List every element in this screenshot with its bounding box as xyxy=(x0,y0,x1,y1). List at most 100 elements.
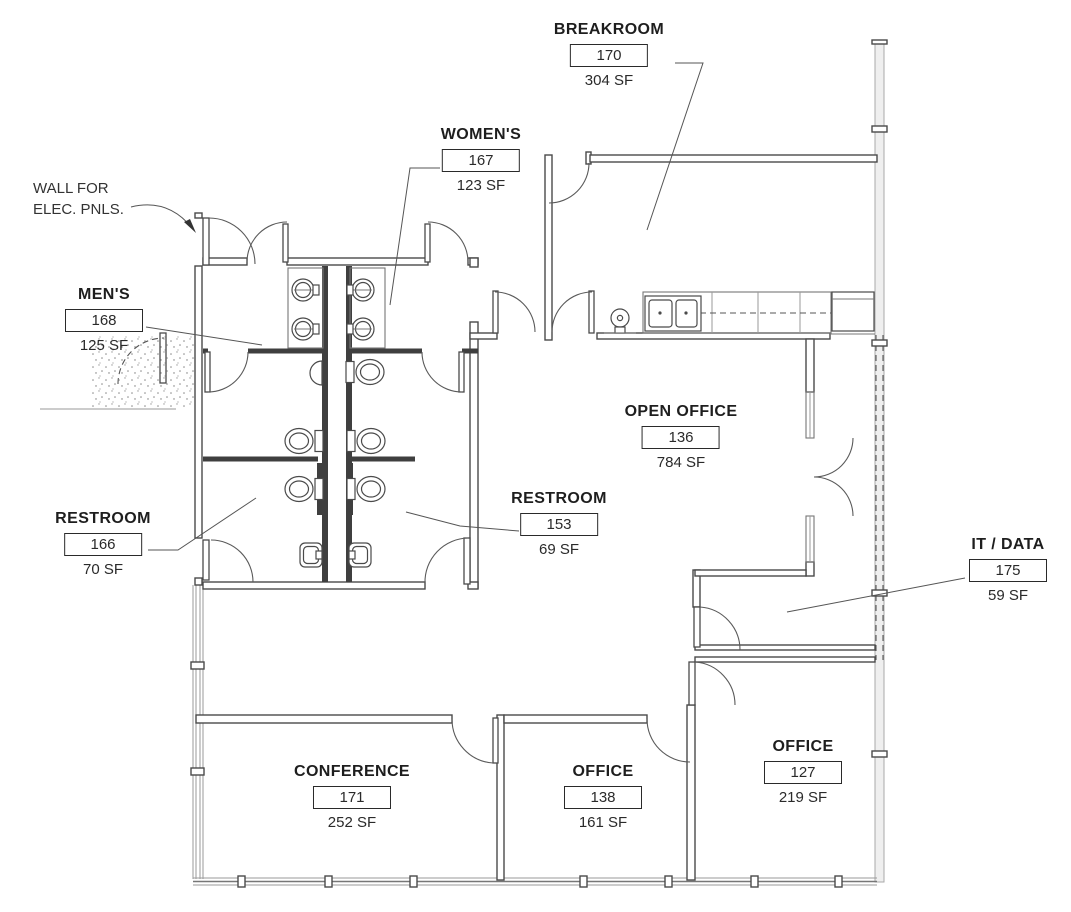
sink-icon xyxy=(291,278,320,302)
leader-mens xyxy=(145,326,263,346)
room-area: 304 SF xyxy=(584,72,634,89)
room-number: 153 xyxy=(520,513,598,536)
room-name: MEN'S xyxy=(77,286,131,303)
right-exterior-wall xyxy=(871,39,888,883)
fixtures xyxy=(284,278,386,568)
elec-panel-note: WALL FOR ELEC. PNLS. xyxy=(33,178,124,220)
door-swing xyxy=(210,539,254,583)
door-leaf xyxy=(693,606,701,648)
door-leaf xyxy=(424,223,431,263)
door-swing xyxy=(451,718,494,764)
stipple-hatch xyxy=(40,336,196,410)
room-label-office-127: OFFICE 127 219 SF xyxy=(764,738,842,806)
room-label-breakroom: BREAKROOM 170 304 SF xyxy=(554,21,664,89)
refrigerator-icon xyxy=(831,291,875,332)
room-label-restroom-166: RESTROOM 166 70 SF xyxy=(55,510,151,578)
square-sink-icon xyxy=(348,542,372,568)
restroom-core-walls xyxy=(203,266,478,582)
toilet-icon xyxy=(345,358,385,386)
leader-it-data xyxy=(786,577,966,613)
door-leaf xyxy=(458,351,465,393)
room-area: 125 SF xyxy=(79,337,129,354)
door-swing xyxy=(548,162,590,204)
double-door-swing xyxy=(813,476,854,517)
room-name: RESTROOM xyxy=(55,510,151,527)
elec-note-arrow xyxy=(130,204,193,229)
room-label-office-138: OFFICE 138 161 SF xyxy=(564,763,642,831)
plumbing-chase-wall xyxy=(322,266,328,582)
door-swing xyxy=(427,221,469,263)
room-label-it-data: IT / DATA 175 59 SF xyxy=(969,536,1047,604)
door-swing xyxy=(246,221,288,263)
room-name: OFFICE xyxy=(772,738,834,755)
room-name: BREAKROOM xyxy=(553,21,665,38)
east-sidelite-windows xyxy=(805,391,815,563)
room-number: 127 xyxy=(764,761,842,784)
door-swing xyxy=(699,606,741,651)
leader-breakroom xyxy=(646,62,704,231)
room-number: 136 xyxy=(641,426,720,449)
leader-womens xyxy=(389,167,440,306)
leader-lines xyxy=(130,62,966,613)
square-sink-icon xyxy=(299,542,323,568)
toilet-icon xyxy=(284,427,324,455)
door-swing xyxy=(207,351,249,393)
plumbing-chase-wall xyxy=(346,266,352,582)
room-number: 167 xyxy=(441,149,520,172)
door-leaf xyxy=(688,661,696,706)
room-label-conference: CONFERENCE 171 252 SF xyxy=(294,763,410,831)
room-label-womens: WOMEN'S 167 123 SF xyxy=(441,126,521,194)
room-number: 171 xyxy=(312,786,391,809)
left-window-wall xyxy=(190,585,205,879)
room-name: RESTROOM xyxy=(511,490,607,507)
door-swing xyxy=(694,661,736,706)
walls xyxy=(194,151,878,881)
room-label-restroom-153: RESTROOM 153 69 SF xyxy=(511,490,607,558)
elec-note-line2: ELEC. PNLS. xyxy=(33,201,124,218)
breakroom-casework xyxy=(604,291,875,334)
room-area: 219 SF xyxy=(778,789,828,806)
door-leaf xyxy=(204,351,211,393)
room-name: OPEN OFFICE xyxy=(624,403,738,420)
elec-note-line1: WALL FOR xyxy=(33,180,109,197)
storefront-window-bottom xyxy=(193,875,877,888)
arrowhead xyxy=(184,219,196,233)
door-leaf xyxy=(492,717,499,764)
double-door-swing xyxy=(813,437,854,478)
room-number: 168 xyxy=(65,309,143,332)
leader-restroom-153 xyxy=(405,511,520,532)
toilet-icon xyxy=(346,475,386,503)
door-leaf xyxy=(492,290,499,334)
room-area: 161 SF xyxy=(578,814,628,831)
door-leaf xyxy=(588,290,595,334)
room-area: 252 SF xyxy=(327,814,377,831)
lavatory-counters xyxy=(287,267,386,349)
room-area: 784 SF xyxy=(656,454,706,471)
door-swing xyxy=(551,291,593,333)
room-number: 166 xyxy=(64,533,142,556)
door-leaf xyxy=(463,537,471,585)
door-swing xyxy=(208,217,256,265)
door-swing xyxy=(421,351,463,393)
doors xyxy=(117,162,854,764)
room-area: 59 SF xyxy=(987,587,1029,604)
room-label-open-office: OPEN OFFICE 136 784 SF xyxy=(625,403,738,471)
door-swing xyxy=(424,537,469,584)
toilet-icon xyxy=(284,475,324,503)
room-area: 69 SF xyxy=(538,541,580,558)
room-number: 138 xyxy=(564,786,642,809)
room-name: IT / DATA xyxy=(971,536,1045,553)
door-swing xyxy=(646,718,691,763)
leader-restroom-166 xyxy=(148,497,257,551)
door-leaf xyxy=(202,539,210,581)
door-swing xyxy=(494,291,536,333)
room-area: 123 SF xyxy=(456,177,506,194)
room-area: 70 SF xyxy=(82,561,124,578)
room-number: 175 xyxy=(969,559,1047,582)
door-leaf xyxy=(282,223,289,263)
door-leaf xyxy=(202,217,210,266)
room-number: 170 xyxy=(569,44,648,67)
sink-icon xyxy=(291,317,320,341)
